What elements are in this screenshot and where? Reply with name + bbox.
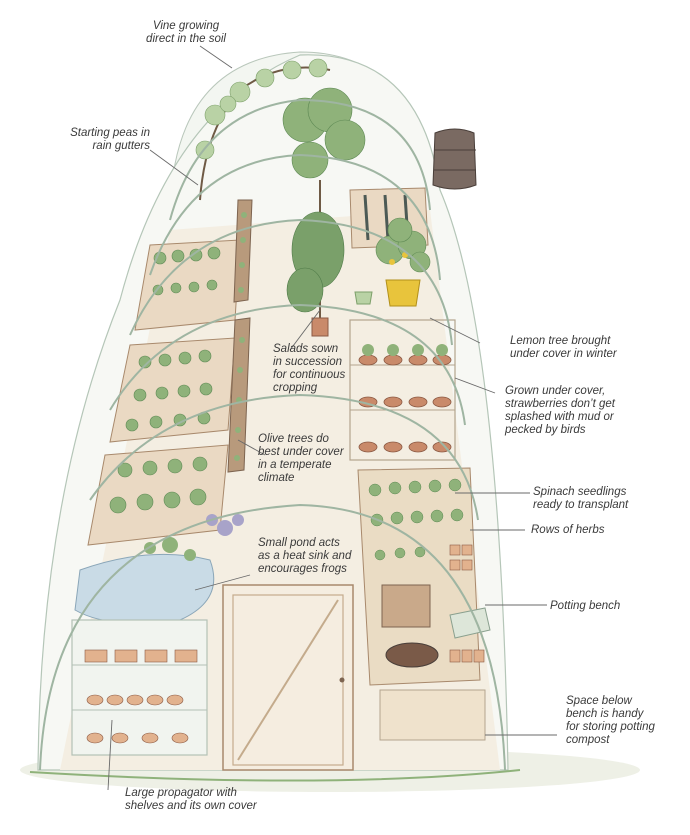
vine	[195, 58, 331, 201]
label-herbs: Rows of herbs	[531, 524, 605, 536]
label-strawberries: Grown under cover, strawberries don’t ge…	[505, 385, 615, 436]
tunnel-hoops	[39, 98, 506, 771]
label-pond: Small pond acts as a heat sink and encou…	[258, 537, 352, 575]
label-lemon: Lemon tree brought under cover in winter	[510, 335, 617, 360]
propagator	[71, 619, 208, 756]
back-trees	[282, 87, 366, 337]
label-bench: Potting bench	[550, 600, 621, 612]
label-vine: Vine growing direct in the soil	[146, 20, 226, 45]
water-barrel	[432, 128, 477, 190]
label-spinach: Spinach seedlings ready to transplant	[533, 486, 629, 511]
left-beds	[87, 239, 241, 546]
ground-line	[29, 769, 521, 782]
label-compost: Space below bench is handy for storing p…	[566, 695, 655, 746]
label-salads: Salads sown in succession for continuous…	[273, 343, 346, 394]
label-peas: Starting peas in rain gutters	[70, 127, 150, 152]
strawberry-shelves	[349, 319, 456, 461]
door	[222, 584, 354, 771]
label-olive: Olive trees do best under cover in a tem…	[258, 433, 344, 484]
potting-bench	[357, 467, 491, 741]
label-propagator: Large propagator with shelves and its ow…	[125, 787, 257, 812]
pea-gutters	[227, 199, 253, 473]
leader-lines	[107, 45, 557, 791]
